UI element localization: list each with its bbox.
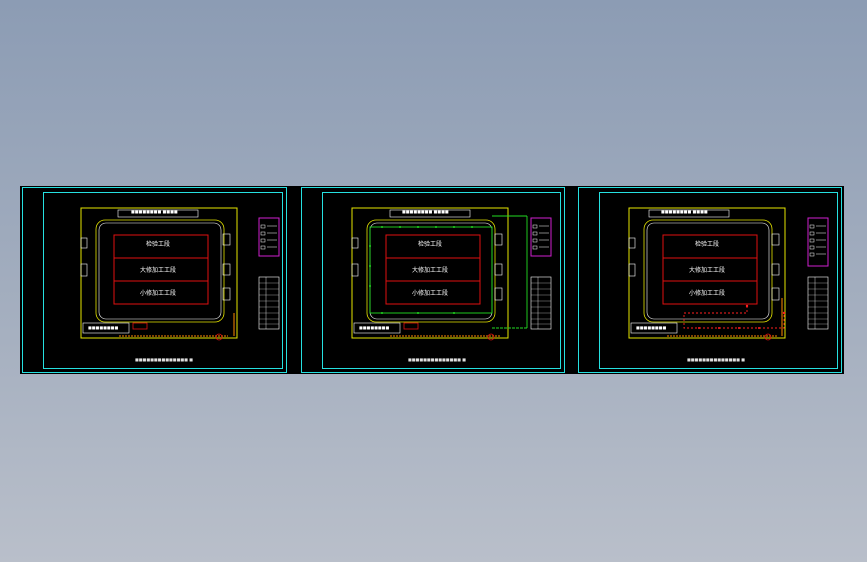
sheet-3-road-label: ■■■■■■■■ ■■■■ <box>661 209 708 214</box>
sheet-1-plan <box>80 207 280 341</box>
sheet-2-building-2: 大修加工工段 <box>412 267 449 274</box>
sheet-3-building-3: 小修加工工段 <box>689 290 726 297</box>
sheet-3-office-label: ■■■■■■■■ <box>636 325 667 330</box>
sheet-3-inner-frame <box>599 192 838 369</box>
sheet-1-road-label: ■■■■■■■■ ■■■■ <box>131 209 178 214</box>
sheet-2-plan <box>351 207 552 341</box>
sheet-2-inner-frame <box>322 192 561 369</box>
sheet-1-inner-frame <box>43 192 283 369</box>
sheet-2-road-label: ■■■■■■■■ ■■■■ <box>402 209 449 214</box>
drawing-sheet-3[interactable]: ■■■■■■■■ ■■■■ 检验工段 大修加工工段 小修加工工段 ■■■■■■■… <box>578 187 842 373</box>
sheet-3-plan <box>628 207 829 341</box>
sheet-2-building-3: 小修加工工段 <box>412 290 449 297</box>
sheet-3-building-2: 大修加工工段 <box>689 267 726 274</box>
sheet-3-title: ■■■■■■■■■■■■■■ ■ <box>687 357 745 362</box>
sheet-1-building-1: 检验工段 <box>146 241 171 248</box>
drawing-sheet-2[interactable]: ■■■■■■■■ ■■■■ 检验工段 大修加工工段 小修加工工段 ■■■■■■■… <box>301 187 565 373</box>
sheet-1-building-3: 小修加工工段 <box>140 290 177 297</box>
sheet-3-building-1: 检验工段 <box>695 241 720 248</box>
sheet-1-title: ■■■■■■■■■■■■■■ ■ <box>135 357 193 362</box>
sheet-2-building-1: 检验工段 <box>418 241 443 248</box>
sheet-2-title: ■■■■■■■■■■■■■■ ■ <box>408 357 466 362</box>
sheet-1-office-label: ■■■■■■■■ <box>88 325 119 330</box>
drawing-sheet-1[interactable]: ■■■■■■■■ ■■■■ 检验工段 大修加工工段 小修加工工段 ■■■■■■■… <box>22 187 287 373</box>
cad-canvas[interactable]: ■■■■■■■■ ■■■■ 检验工段 大修加工工段 小修加工工段 ■■■■■■■… <box>20 186 844 374</box>
sheet-2-office-label: ■■■■■■■■ <box>359 325 390 330</box>
sheet-1-building-2: 大修加工工段 <box>140 267 177 274</box>
